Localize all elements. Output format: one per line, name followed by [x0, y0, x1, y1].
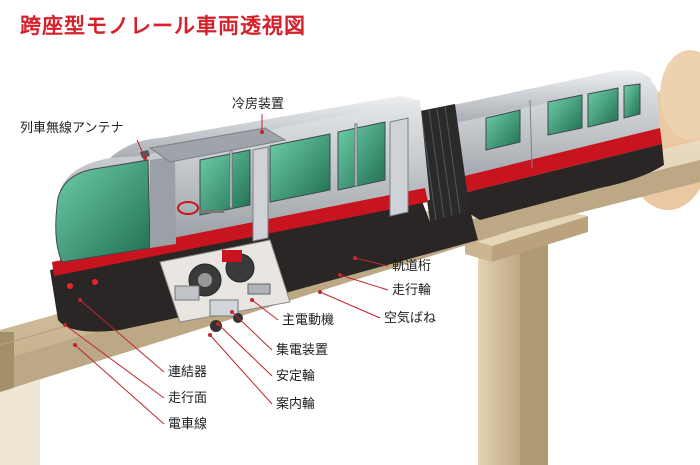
- label-track-beam: 軌道桁: [392, 259, 432, 274]
- leader-dots: [63, 130, 357, 347]
- front-car: [50, 96, 478, 332]
- label-coupler: 連結器: [168, 365, 208, 380]
- rear-car: [430, 70, 664, 220]
- concrete-pier: [465, 210, 588, 465]
- logo-mark: [177, 201, 224, 215]
- label-guide-wheel: 案内輪: [276, 397, 316, 412]
- label-antenna: 列車無線アンテナ: [20, 121, 124, 136]
- label-aircon: 冷房装置: [232, 97, 285, 112]
- aircon-unit: [148, 127, 287, 163]
- label-running-wheel: 走行輪: [392, 283, 432, 298]
- label-stabilizing-wheel: 安定輪: [276, 369, 316, 384]
- leader-lines: [64, 114, 389, 425]
- label-traction-motor: 主電動機: [282, 313, 335, 328]
- diagram-title: 跨座型モノレール車両透視図: [20, 14, 306, 38]
- label-running-surface: 走行面: [168, 391, 208, 406]
- label-current-collector: 集電装置: [276, 343, 329, 358]
- label-trolley-wire: 電車線: [168, 417, 208, 432]
- label-air-spring: 空気ばね: [384, 311, 437, 326]
